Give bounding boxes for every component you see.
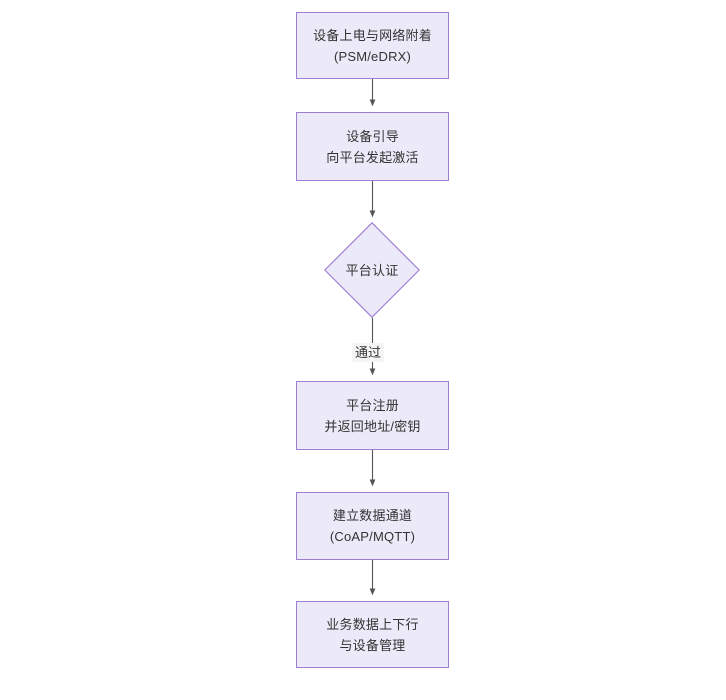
flow-node-label: 设备上电与网络附着 (PSM/eDRX) bbox=[313, 27, 432, 64]
flow-node-device-bootstrap[interactable]: 设备引导 向平台发起激活 bbox=[296, 112, 449, 181]
flow-node-label: 平台认证 bbox=[345, 262, 399, 278]
diamond-shape bbox=[324, 222, 420, 318]
flow-node-label: 设备引导 向平台发起激活 bbox=[326, 128, 419, 165]
flow-node-establish-data-channel[interactable]: 建立数据通道 (CoAP/MQTT) bbox=[296, 492, 449, 560]
flow-node-label: 建立数据通道 (CoAP/MQTT) bbox=[329, 508, 416, 544]
flow-node-platform-auth-decision[interactable]: 平台认证 bbox=[324, 222, 420, 318]
flow-node-device-power-on[interactable]: 设备上电与网络附着 (PSM/eDRX) bbox=[296, 12, 449, 79]
flow-node-platform-register[interactable]: 平台注册 并返回地址/密钥 bbox=[296, 381, 449, 450]
edge-label-pass: 通过 bbox=[352, 343, 385, 362]
flow-node-label: 业务数据上下行 与设备管理 bbox=[326, 616, 419, 653]
flow-node-business-data-and-device-mgmt[interactable]: 业务数据上下行 与设备管理 bbox=[296, 601, 449, 668]
flow-node-label: 平台注册 并返回地址/密钥 bbox=[324, 397, 421, 434]
